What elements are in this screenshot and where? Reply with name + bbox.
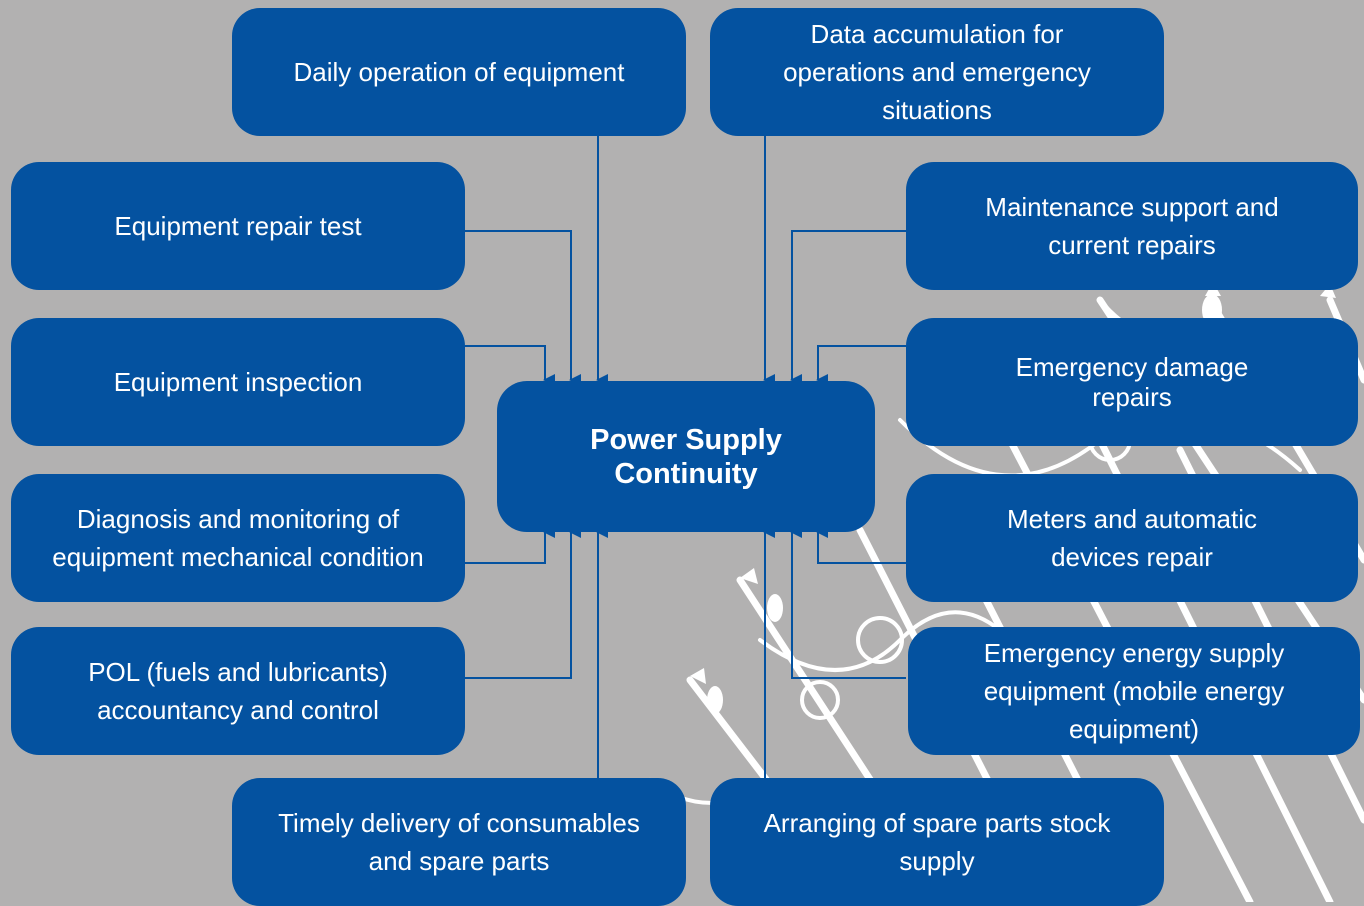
node-emergency-supply: Emergency energy supply equipment (mobil… bbox=[908, 627, 1360, 755]
node-data-accumulation: Data accumulation for operations and eme… bbox=[710, 8, 1164, 136]
node-pol-label: POL (fuels and lubricants) accountancy a… bbox=[88, 657, 388, 725]
node-daily-operation: Daily operation of equipment bbox=[232, 8, 686, 136]
node-meters-repair-label: Meters and automatic devices repair bbox=[1006, 504, 1257, 572]
node-repair-test: Equipment repair test bbox=[11, 162, 465, 290]
node-emergency-damage: Emergency damage repairs bbox=[906, 318, 1358, 446]
node-inspection-label: Equipment inspection bbox=[113, 367, 363, 397]
node-diagnosis-label: Diagnosis and monitoring of equipment me… bbox=[52, 504, 424, 572]
arrow-maintenance bbox=[790, 230, 906, 386]
connector-lines bbox=[465, 136, 906, 778]
arrow-pol bbox=[465, 526, 581, 679]
node-maintenance-support-label: Maintenance support and current repairs bbox=[985, 192, 1279, 260]
node-data-accumulation-label: Data accumulation for operations and eme… bbox=[783, 19, 1091, 125]
node-timely-delivery: Timely delivery of consumables and spare… bbox=[232, 778, 686, 906]
arrow-emergency-damage bbox=[816, 345, 906, 386]
arrow-repair-test bbox=[465, 230, 581, 386]
center-line-2: Continuity bbox=[614, 457, 758, 490]
node-diagnosis: Diagnosis and monitoring of equipment me… bbox=[11, 474, 465, 602]
node-pol: POL (fuels and lubricants) accountancy a… bbox=[11, 627, 465, 755]
arrow-emergency-supply bbox=[790, 526, 906, 679]
node-emergency-damage-label: Emergency damage repairs bbox=[1015, 352, 1249, 412]
center-line-1: Power Supply bbox=[590, 423, 782, 456]
node-spare-parts-label: Arranging of spare parts stock supply bbox=[763, 808, 1111, 876]
arrow-inspection bbox=[465, 345, 555, 386]
node-timely-delivery-label: Timely delivery of consumables and spare… bbox=[278, 808, 640, 876]
node-power-supply-continuity: Power Supply Continuity bbox=[497, 381, 875, 532]
node-spare-parts: Arranging of spare parts stock supply bbox=[710, 778, 1164, 906]
node-emergency-supply-label: Emergency energy supply equipment (mobil… bbox=[983, 638, 1285, 744]
node-maintenance-support: Maintenance support and current repairs bbox=[906, 162, 1358, 290]
node-repair-test-label: Equipment repair test bbox=[114, 211, 362, 241]
node-daily-operation-label: Daily operation of equipment bbox=[293, 57, 625, 87]
node-meters-repair: Meters and automatic devices repair bbox=[906, 474, 1358, 602]
arrow-meters bbox=[816, 526, 906, 564]
node-inspection: Equipment inspection bbox=[11, 318, 465, 446]
arrow-diagnosis bbox=[465, 526, 555, 564]
